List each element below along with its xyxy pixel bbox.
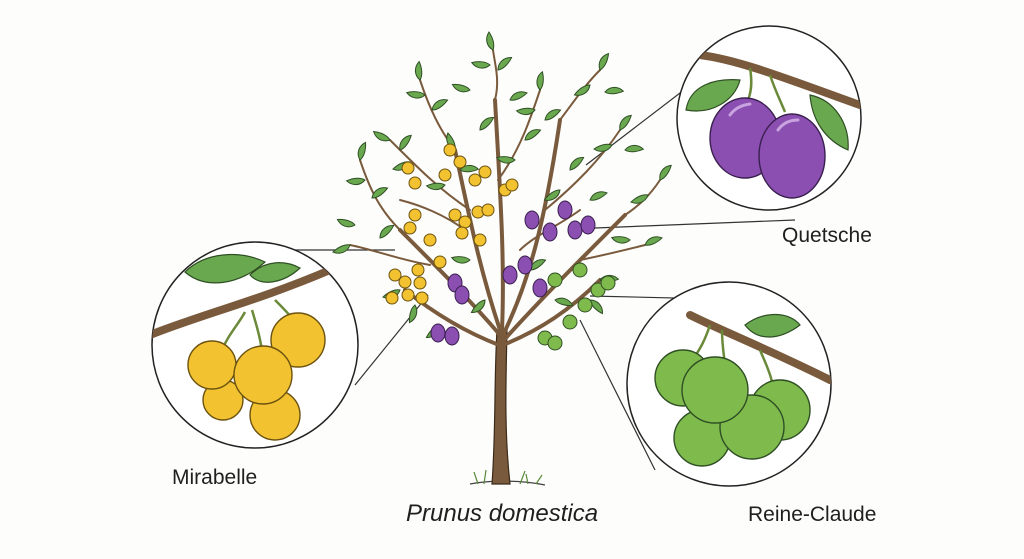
quetsche-label: Quetsche [782, 224, 872, 247]
reine-claude-label: Reine-Claude [748, 503, 877, 526]
plum-tree-icon [331, 31, 675, 486]
species-caption: Prunus domestica [406, 500, 599, 527]
quetsche-cluster-icon [676, 25, 862, 211]
mirabelle-cluster-icon [151, 241, 359, 449]
mirabelle-label: Mirabelle [172, 466, 258, 489]
reine-claude-cluster-icon [626, 281, 832, 487]
